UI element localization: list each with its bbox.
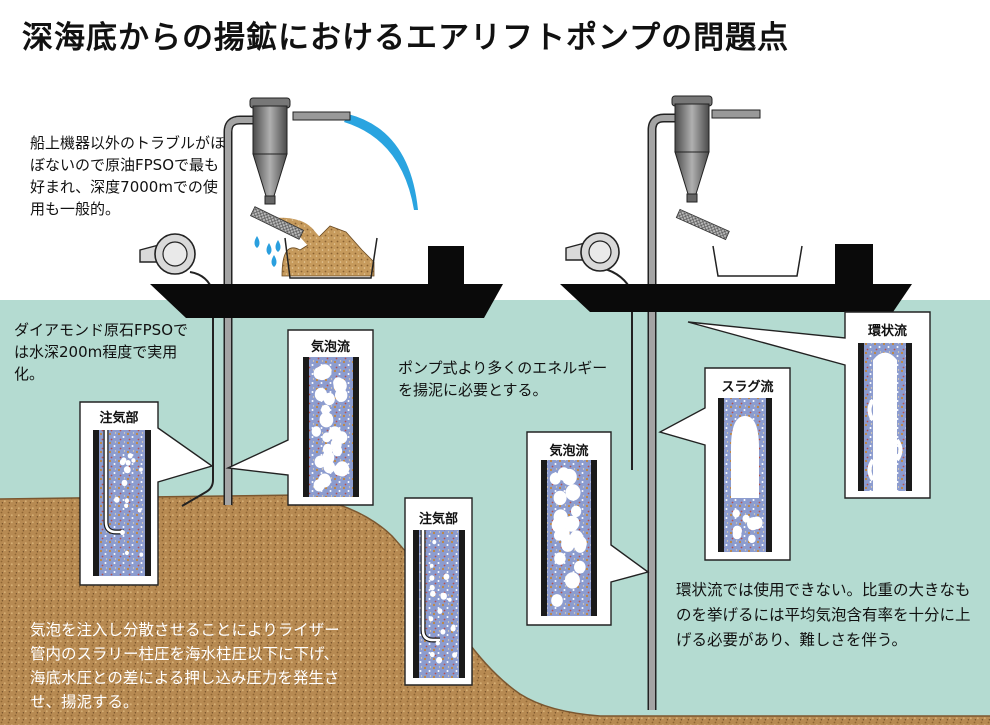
gas-bubble (553, 490, 567, 506)
note-diamond: ダイアモンド原石FPSOでは水深200m程度で実用化。 (14, 321, 189, 383)
gas-bubble (574, 560, 586, 574)
gas-bubble (574, 540, 586, 553)
gas-bubble (435, 640, 440, 646)
gas-bubble (450, 625, 456, 632)
gas-bubble (124, 498, 129, 504)
gas-bubble (314, 455, 326, 468)
riser-pipe-right (647, 113, 676, 710)
gas-bubble (124, 466, 131, 474)
air-compressor-icon-right (565, 232, 620, 272)
gas-bubble (440, 592, 447, 600)
water-stream (344, 114, 418, 210)
gas-bubble (323, 392, 335, 406)
gas-bubble (137, 508, 142, 513)
label-annular: 環状流 (867, 324, 907, 339)
gas-bubble (322, 432, 332, 443)
label-right-bubbly: 気泡流 (549, 444, 589, 459)
gas-bubble (124, 503, 129, 509)
gas-bubble (319, 412, 334, 428)
gas-bubble (114, 496, 120, 503)
label-slug: スラグ流 (721, 380, 774, 395)
gas-bubble (120, 529, 125, 536)
gas-bubble (125, 460, 131, 466)
gas-bubble (570, 505, 582, 517)
gas-bubble (313, 479, 325, 492)
gas-bubble (429, 651, 435, 658)
gas-bubble (429, 575, 435, 581)
gas-bubble (336, 431, 348, 444)
gas-bubble (429, 563, 434, 568)
page-title: 深海底からの揚鉱におけるエアリフトポンプの問題点 (22, 20, 790, 56)
note-fpso: 船上機器以外のトラブルがほぼないので原油FPSOで最も好まれ、深度7000mでの… (30, 134, 226, 218)
air-compressor-icon (139, 233, 196, 275)
gas-bubble (428, 616, 434, 622)
gas-bubble (551, 594, 563, 607)
label-left-injection: 注気部 (99, 411, 139, 426)
gas-bubble (561, 537, 575, 552)
gas-bubble (322, 443, 333, 455)
gas-bubble (127, 453, 133, 459)
gas-bubble (747, 517, 759, 531)
gas-bubble (452, 652, 458, 658)
ore-pile (281, 225, 375, 277)
gas-bubble (436, 656, 443, 664)
gas-bubble (121, 479, 128, 487)
gas-bubble (440, 629, 446, 635)
gas-bubble (429, 584, 435, 591)
empty-tub (712, 245, 803, 277)
riser-pipe-left (223, 115, 256, 505)
gas-bubble (139, 552, 144, 557)
note-energy: ポンプ式より多くのエネルギーを揚泥に必要とする。 (398, 359, 608, 399)
label-left-bubbly: 気泡流 (310, 340, 350, 355)
gas-bubble (560, 468, 571, 481)
gas-bubble (564, 572, 580, 589)
gas-bubble (732, 525, 742, 536)
gas-bubble (321, 404, 331, 415)
note-principle: 気泡を注入し分散させることによりライザー管内のスラリー柱圧を海水柱圧以下に下げ、… (30, 621, 340, 711)
sieve-icon (250, 206, 304, 240)
gas-bubble (332, 445, 343, 457)
gas-bubble (549, 472, 561, 485)
gas-bubble (430, 590, 436, 597)
gas-bubble (437, 608, 443, 614)
gas-bubble (124, 550, 129, 556)
ship-icon-right (560, 244, 912, 312)
gas-bubble (315, 365, 329, 381)
note-annular: 環状流では使用できない。比重の大きなものを挙げるには平均気泡含有率を十分に上げる… (676, 581, 971, 649)
gas-bubble (554, 552, 566, 565)
gas-bubble (121, 457, 127, 464)
water-drop-icon (254, 236, 281, 267)
gas-bubble (432, 539, 437, 545)
gas-bubble (443, 573, 450, 580)
gas-bubble (565, 484, 581, 501)
gas-bubble (732, 509, 740, 518)
gas-bubble (551, 517, 567, 533)
gas-bubble (323, 460, 335, 474)
ore-tub (284, 237, 378, 279)
seabed (0, 495, 990, 725)
gas-bubble (311, 426, 321, 437)
cyclone-separator-icon-right (671, 95, 713, 203)
label-right-injection: 注気部 (418, 512, 458, 527)
gas-bubble (748, 534, 756, 544)
gas-bubble (139, 467, 143, 472)
cyclone-separator-icon (249, 97, 291, 205)
gas-bubble (131, 458, 136, 463)
gas-bubble (448, 597, 452, 602)
gas-bubble (564, 515, 579, 532)
sieve-icon-right (675, 208, 730, 241)
ship-icon (150, 246, 503, 318)
gas-bubble (335, 461, 350, 477)
gas-bubble (333, 378, 347, 393)
